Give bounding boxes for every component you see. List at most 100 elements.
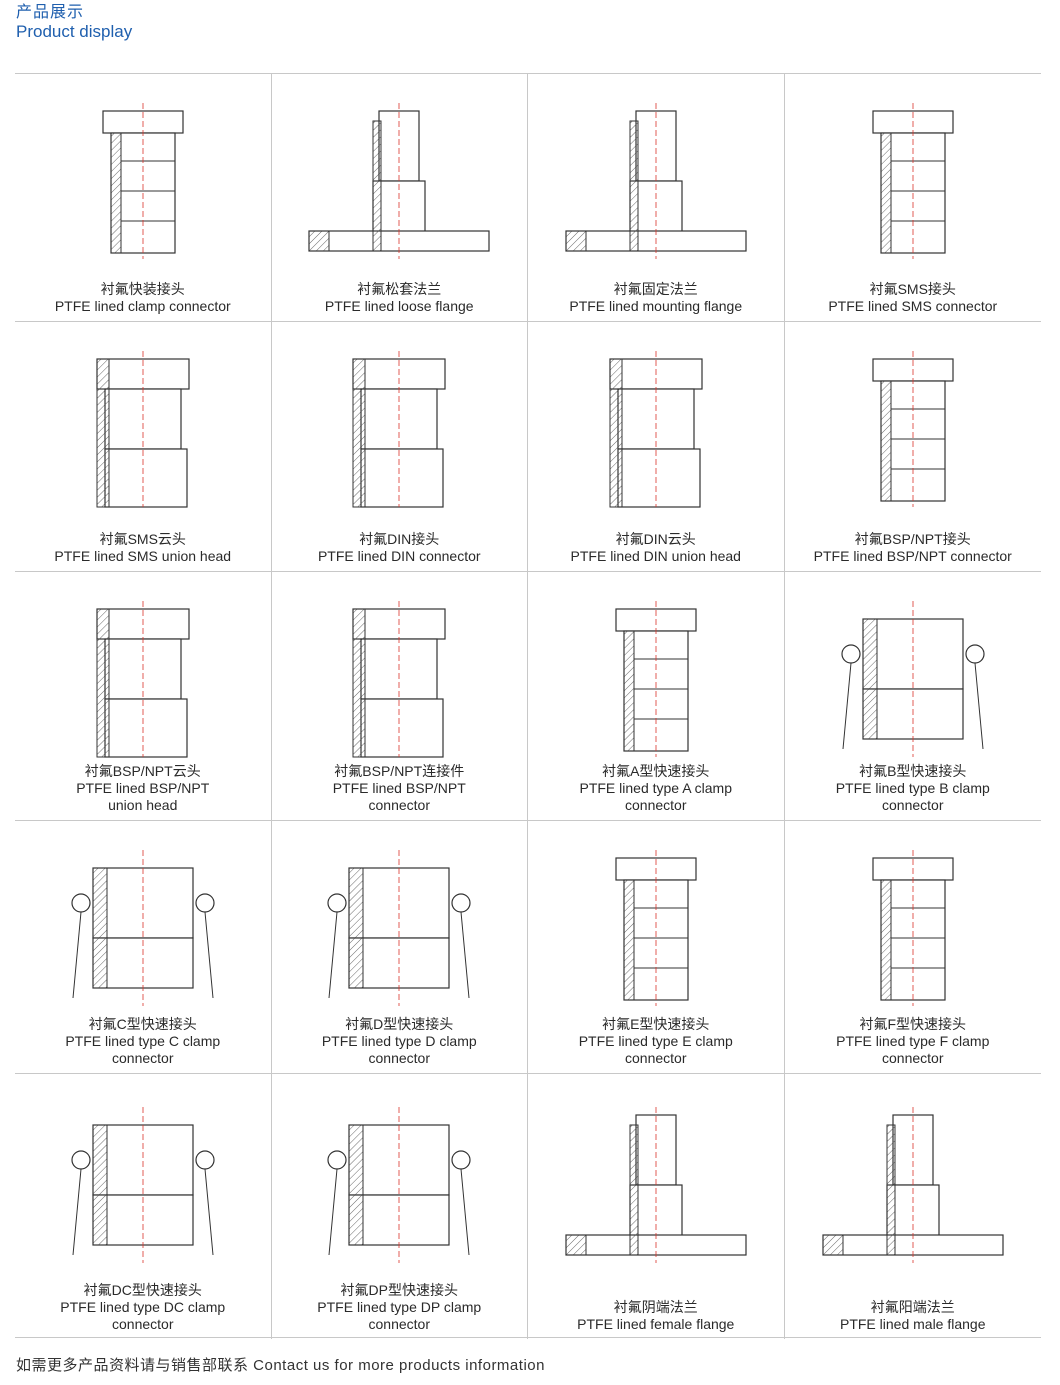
- product-name-cn: 衬氟BSP/NPT接头: [854, 531, 971, 547]
- type-b-clamp-icon: [785, 590, 1042, 768]
- product-name-en: PTFE lined SMS connector: [828, 298, 998, 314]
- product-name-en: PTFE lined type A clamp: [579, 780, 733, 796]
- product-name-cn: 衬氟DIN接头: [359, 531, 440, 547]
- product-name-en-line2: connector: [368, 1316, 430, 1332]
- product-name-en-line2: connector: [112, 1050, 174, 1066]
- product-name-cn: 衬氟DC型快速接头: [83, 1282, 202, 1298]
- product-name-cn: 衬氟松套法兰: [357, 281, 442, 297]
- sms-union-head-icon: [15, 340, 271, 518]
- product-name-en-line2: connector: [625, 1050, 687, 1066]
- sms-connector-icon: [785, 92, 1042, 270]
- product-name-en: PTFE lined loose flange: [324, 298, 474, 314]
- product-name-en: PTFE lined clamp connector: [54, 298, 231, 314]
- product-name-en: PTFE lined type DP clamp: [317, 1299, 482, 1315]
- product-name-en-line2: connector: [625, 797, 687, 813]
- page-title-en: Product display: [16, 22, 133, 41]
- product-name-en: PTFE lined female flange: [577, 1316, 735, 1332]
- product-name-cn: 衬氟BSP/NPT连接件: [334, 763, 465, 779]
- product-name-en: PTFE lined BSP/NPT connector: [813, 548, 1012, 564]
- type-d-clamp-icon: [272, 839, 528, 1017]
- product-name-en: PTFE lined mounting flange: [569, 298, 743, 314]
- din-connector-icon: [272, 340, 528, 518]
- product-name-cn: 衬氟DP型快速接头: [340, 1282, 458, 1298]
- product-name-cn: 衬氟B型快速接头: [859, 763, 967, 779]
- type-e-clamp-icon: [528, 839, 784, 1017]
- product-name-en-line2: connector: [368, 797, 430, 813]
- product-name-en: PTFE lined type E clamp: [578, 1033, 733, 1049]
- type-a-clamp-icon: [528, 590, 784, 768]
- product-name-en: PTFE lined SMS union head: [54, 548, 232, 564]
- loose-flange-icon: [272, 92, 528, 270]
- product-name-en: PTFE lined BSP/NPT: [76, 780, 210, 796]
- product-name-cn: 衬氟A型快速接头: [602, 763, 710, 779]
- product-name-en-line2: connector: [368, 1050, 430, 1066]
- type-f-clamp-icon: [785, 839, 1042, 1017]
- product-name-cn: 衬氟固定法兰: [613, 281, 698, 297]
- contact-footer: 如需更多产品资料请与销售部联系 Contact us for more prod…: [16, 1357, 545, 1374]
- product-name-en-line2: connector: [882, 797, 944, 813]
- product-name-en: PTFE lined DIN connector: [317, 548, 481, 564]
- product-name-cn: 衬氟SMS接头: [869, 281, 956, 297]
- product-name-en: PTFE lined BSP/NPT: [332, 780, 466, 796]
- female-flange-icon: [528, 1096, 784, 1274]
- product-name-en: PTFE lined type B clamp: [835, 780, 990, 796]
- product-name-cn: 衬氟SMS云头: [99, 531, 186, 547]
- bsp-npt-fitting-icon: [272, 590, 528, 768]
- page-title-cn: 产品展示: [16, 4, 85, 21]
- product-name-cn: 衬氟快装接头: [100, 281, 185, 297]
- product-name-cn: 衬氟F型快速接头: [859, 1016, 967, 1032]
- din-union-head-icon: [528, 340, 784, 518]
- product-name-en: PTFE lined male flange: [839, 1316, 986, 1332]
- product-name-en: PTFE lined type DC clamp: [60, 1299, 226, 1315]
- product-name-cn: 衬氟C型快速接头: [88, 1016, 197, 1032]
- product-name-cn: 衬氟阴端法兰: [613, 1299, 698, 1315]
- product-name-en-line2: connector: [112, 1316, 174, 1332]
- bsp-npt-connector-icon: [785, 340, 1042, 518]
- product-name-cn: 衬氟DIN云头: [615, 531, 696, 547]
- product-name-en-line2: connector: [882, 1050, 944, 1066]
- mounting-flange-icon: [528, 92, 784, 270]
- type-dc-clamp-icon: [15, 1096, 271, 1274]
- page-header: 产品展示 Product display: [16, 4, 132, 42]
- product-name-cn: 衬氟BSP/NPT云头: [84, 763, 201, 779]
- male-flange-icon: [785, 1096, 1042, 1274]
- product-name-en: PTFE lined type D clamp: [321, 1033, 477, 1049]
- product-name-cn: 衬氟E型快速接头: [602, 1016, 710, 1032]
- product-name-en: PTFE lined type F clamp: [836, 1033, 990, 1049]
- bsp-npt-union-head-icon: [15, 590, 271, 768]
